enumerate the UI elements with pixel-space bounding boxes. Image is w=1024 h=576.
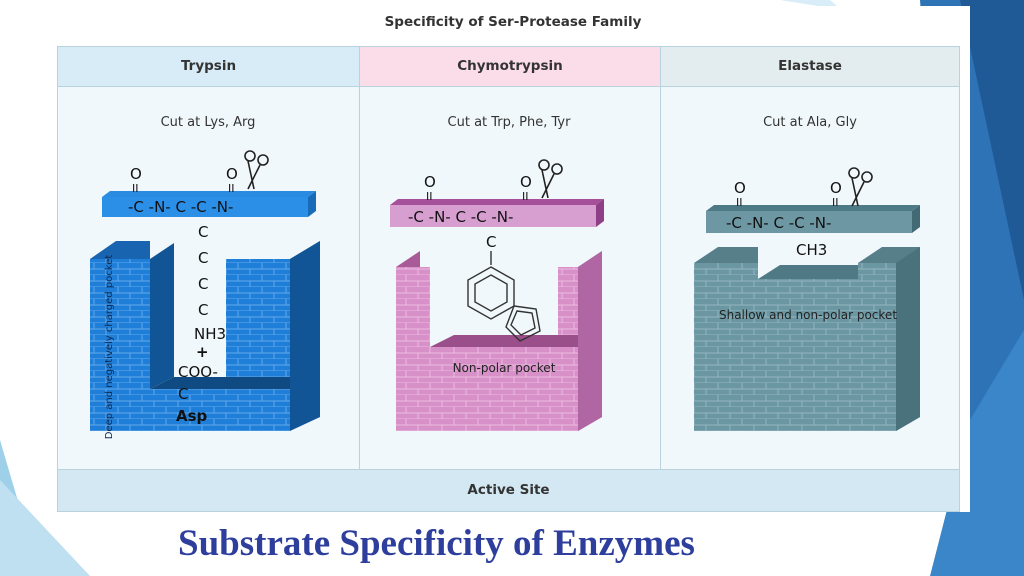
side-chain-atom: C [198, 249, 208, 267]
chymotrypsin-substrate-bar [390, 199, 604, 227]
scissors-icon [538, 159, 563, 199]
side-chain-atom: NH3 [194, 325, 226, 343]
trypsin-carbonyl-groups: OII OII [130, 165, 238, 195]
figure-title: Specificity of Ser-Protease Family [384, 14, 642, 30]
side-chain-atom: C [198, 275, 208, 293]
column-header-trypsin: Trypsin [58, 47, 359, 86]
aromatic-ring-icon [467, 251, 541, 342]
elastase-pocket-label: Shallow and non-polar pocket [719, 308, 897, 322]
column-divider [359, 47, 360, 469]
protease-figure: Specificity of Ser-Protease Family Tryps… [56, 6, 970, 512]
comparison-table: Trypsin Chymotrypsin Elastase Cut at Lys… [57, 46, 960, 512]
side-chain-atom: C [178, 385, 188, 403]
svg-text:O: O [830, 179, 842, 197]
trypsin-pocket [90, 241, 320, 431]
column-header-chymotrypsin: Chymotrypsin [360, 47, 660, 86]
chymotrypsin-carbonyl-groups: OII OII [424, 173, 532, 203]
trypsin-backbone: -C -N- C -C -N- [128, 198, 233, 216]
elastase-substrate-bar [706, 205, 920, 233]
side-chain-atom: + [196, 343, 209, 361]
pocket-illustrations: -C -N- C -C -N- OII OII C C C C NH3 + CO… [90, 150, 920, 440]
side-chain-atom: C [198, 301, 208, 319]
svg-text:II: II [522, 190, 529, 203]
chymotrypsin-backbone: -C -N- C -C -N- [408, 208, 513, 226]
elastase-side-chain: CH3 [796, 241, 827, 259]
column-divider [660, 47, 661, 469]
scissors-icon [244, 150, 269, 190]
elastase-backbone: -C -N- C -C -N- [726, 214, 831, 232]
svg-text:II: II [426, 190, 433, 203]
svg-text:O: O [130, 165, 142, 183]
side-chain-atom: Asp [176, 407, 208, 425]
svg-text:O: O [424, 173, 436, 191]
svg-text:O: O [520, 173, 532, 191]
trypsin-cut-text: Cut at Lys, Arg [160, 115, 256, 130]
svg-text:II: II [736, 196, 743, 209]
svg-text:O: O [734, 179, 746, 197]
active-site-footer: Active Site [58, 470, 959, 511]
svg-text:O: O [226, 165, 238, 183]
side-chain-atom: C [198, 223, 208, 241]
svg-text:II: II [228, 182, 235, 195]
header-divider [58, 86, 959, 87]
chymotrypsin-pocket [396, 251, 602, 431]
footer-divider [58, 469, 959, 470]
chymotrypsin-pocket-label: Non-polar pocket [453, 361, 556, 375]
scissors-icon [848, 167, 873, 207]
column-header-elastase: Elastase [661, 47, 959, 86]
side-chain-atom: COO- [178, 363, 218, 381]
elastase-cut-text: Cut at Ala, Gly [763, 115, 857, 130]
trypsin-side-chain: C C C C NH3 + COO- C Asp [176, 223, 226, 425]
chymotrypsin-side-chain: C [486, 233, 496, 251]
trypsin-pocket-label: Deep and negatively charged pocket [104, 255, 115, 440]
slide-title: Substrate Specificity of Enzymes [178, 523, 695, 564]
elastase-carbonyl-groups: OII OII [734, 179, 842, 209]
elastase-pocket [694, 247, 920, 431]
svg-text:II: II [832, 196, 839, 209]
chymotrypsin-cut-text: Cut at Trp, Phe, Tyr [447, 115, 571, 130]
svg-text:II: II [132, 182, 139, 195]
trypsin-substrate-bar [102, 191, 316, 217]
